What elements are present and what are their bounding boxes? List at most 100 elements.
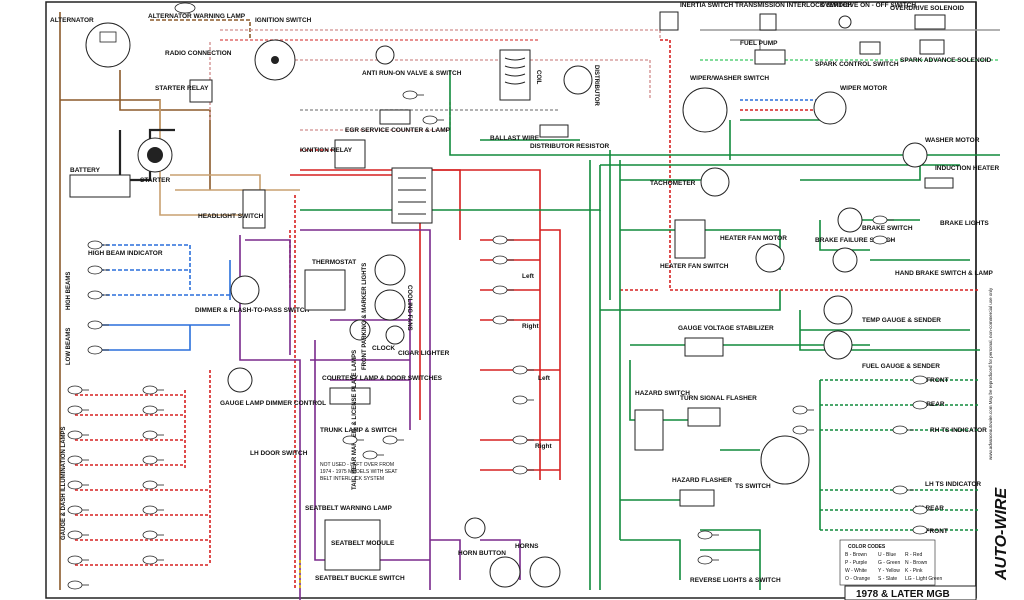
starter: STARTER [137, 137, 173, 184]
lamp-bulb-icon [67, 385, 83, 395]
wiper-washer-label: WIPER/WASHER SWITCH [690, 75, 769, 82]
rh-rear-label: RH REAR [915, 401, 945, 408]
ignition-relay-label: IGNITION RELAY [300, 147, 353, 154]
hazard-switch-label: HAZARD SWITCH [635, 390, 690, 397]
washer-motor-label: WASHER MOTOR [925, 137, 980, 144]
seatbelt-buckle-label: SEATBELT BUCKLE SWITCH [315, 575, 405, 582]
title-block: 1978 & LATER MGB [844, 585, 977, 600]
inertia-switch: INERTIA SWITCH [659, 2, 734, 31]
alternator-warning-lamp: ALTERNATOR WARNING LAMP [148, 2, 246, 20]
hazard-flasher-label: HAZARD FLASHER [672, 477, 732, 484]
color-code-3: P - Purple [845, 560, 867, 566]
color-code-10: S - Slate [878, 576, 897, 582]
overdrive-switch: OVERDRIVE ON - OFF SWITCH [820, 2, 916, 29]
lamp-bulbs [67, 90, 934, 590]
not-used-line1: NOT USED - LEFT OVER FROM [320, 462, 394, 468]
fuel-gauge-label: FUEL GAUGE & SENDER [862, 363, 940, 370]
fuel-pump-label: FUEL PUMP [740, 40, 778, 47]
gauge-dash-lamps-label: GAUGE & DASH ILLUMINATION LAMPS [61, 426, 67, 540]
washer-motor: WASHER MOTOR [902, 137, 980, 168]
seatbelt-module: SEATBELT MODULE [324, 519, 395, 571]
spark-control-label: SPARK CONTROL SWITCH [815, 61, 899, 68]
lh-rear-label: LH REAR [915, 505, 944, 512]
clock-label: CLOCK [372, 345, 395, 352]
brand-text: AUTO-WIRE [993, 487, 1010, 581]
horn-button: HORN BUTTON [458, 517, 506, 557]
tachometer-label: TACHOMETER [650, 180, 696, 187]
turn-signal-flasher: TURN SIGNAL FLASHER [680, 395, 757, 427]
ignition-relay: IGNITION RELAY [300, 139, 366, 169]
lamp-bulb-icon [492, 315, 508, 325]
lamp-bulb-icon [67, 505, 83, 515]
egr-service-label: EGR SERVICE COUNTER & LAMP [345, 127, 451, 134]
wiper-motor: WIPER MOTOR [813, 85, 887, 125]
cigar-lighter-label: CIGAR LIGHTER [398, 350, 450, 357]
battery: BATTERY [69, 167, 131, 198]
courtesy-lamp: COURTESY LAMP & DOOR SWITCHES [322, 375, 443, 405]
color-code-4: G - Green [878, 560, 900, 566]
distributor: DISTRIBUTOR [563, 65, 599, 107]
heater-fan-switch-label: HEATER FAN SWITCH [660, 263, 729, 270]
gauge-stabilizer-label: GAUGE VOLTAGE STABILIZER [678, 325, 774, 332]
lamp-bulb-icon [142, 555, 158, 565]
heater-fan-switch: HEATER FAN SWITCH [660, 219, 729, 270]
brake-switch: BRAKE SWITCH [837, 207, 913, 233]
lamp-bulb-icon [87, 345, 103, 355]
lamp-bulb-icon [67, 405, 83, 415]
high-beam-indicator-label: HIGH BEAM INDICATOR [88, 250, 163, 257]
gauge-dimmer: GAUGE LAMP DIMMER CONTROL [220, 367, 326, 407]
front-left-label: Left [522, 273, 535, 280]
ignition-switch-label: IGNITION SWITCH [255, 17, 312, 24]
induction-heater-label: INDUCTION HEATER [935, 165, 999, 172]
color-code-11: LG - Light Green [905, 576, 942, 582]
cigar-lighter: CIGAR LIGHTER [385, 325, 450, 357]
starter-relay-label: STARTER RELAY [155, 85, 209, 92]
overdrive-switch-label: OVERDRIVE ON - OFF SWITCH [820, 2, 916, 9]
cooling-fans: COOLING FANS [374, 254, 412, 331]
distributor-resistor: DISTRIBUTOR RESISTOR [530, 124, 610, 150]
heater-fan-motor-label: HEATER FAN MOTOR [720, 235, 787, 242]
rear-left-label: Left [538, 375, 551, 382]
wiper-washer-switch: WIPER/WASHER SWITCH [682, 75, 769, 133]
reverse-lights-label: REVERSE LIGHTS & SWITCH [690, 577, 781, 584]
dimmer-label: DIMMER & FLASH-TO-PASS SWITCH [195, 307, 310, 314]
thermostat-label: THERMOSTAT [312, 259, 356, 266]
distributor-label: DISTRIBUTOR [593, 65, 599, 107]
overdrive-solenoid-label: OVERDRIVE SOLENOID [890, 5, 964, 12]
lamp-bulb-icon [912, 525, 928, 535]
lh-door-switch-label: LH DOOR SWITCH [250, 450, 308, 457]
color-code-0: B - Brown [845, 552, 867, 558]
wire-harness [59, 12, 1000, 600]
transmission-interlock-label: TRANSMISSION INTERLOCK SWITCH [735, 2, 852, 9]
horns-label: HORNS [515, 543, 539, 550]
heater-fan-motor: HEATER FAN MOTOR [720, 235, 787, 273]
color-code-box: COLOR CODES B - Brown U - Blue R - Red P… [839, 539, 942, 586]
inertia-switch-label: INERTIA SWITCH [680, 2, 734, 9]
induction-heater: INDUCTION HEATER [924, 165, 999, 189]
lamp-bulb-icon [892, 485, 908, 495]
dimmer-switch: DIMMER & FLASH-TO-PASS SWITCH [195, 275, 310, 314]
clock: CLOCK [349, 319, 395, 352]
ignition-switch: IGNITION SWITCH [254, 17, 312, 81]
horns: HORNS [489, 543, 561, 588]
spark-advance-label: SPARK ADVANCE SOLENOID [900, 57, 992, 64]
headlight-switch: HEADLIGHT SWITCH [198, 189, 266, 229]
transmission-interlock: TRANSMISSION INTERLOCK SWITCH [735, 2, 852, 31]
side-note: www.advanceautowire.com May be reproduce… [988, 287, 993, 460]
lamp-bulb-icon [87, 290, 103, 300]
trunk-lamp-label: TRUNK LAMP & SWITCH [320, 427, 397, 434]
lh-ts-label: LH TS INDICATOR [925, 481, 981, 488]
lamp-bulb-icon [512, 435, 528, 445]
wiper-motor-label: WIPER MOTOR [840, 85, 887, 92]
color-code-7: Y - Yellow [878, 568, 900, 574]
lamp-bulb-icon [697, 530, 713, 540]
hazard-flasher: HAZARD FLASHER [672, 477, 732, 507]
lamp-bulb-icon [872, 215, 888, 225]
lamp-bulb-icon [912, 505, 928, 515]
lamp-bulb-icon [67, 530, 83, 540]
anti-run-on-valve: ANTI RUN-ON VALVE & SWITCH [362, 45, 462, 77]
not-used-line2: 1974 - 1975 MODELS WITH SEAT [320, 469, 397, 475]
lamp-bulb-icon [142, 480, 158, 490]
lamp-bulb-icon [492, 235, 508, 245]
lamp-bulb-icon [492, 255, 508, 265]
